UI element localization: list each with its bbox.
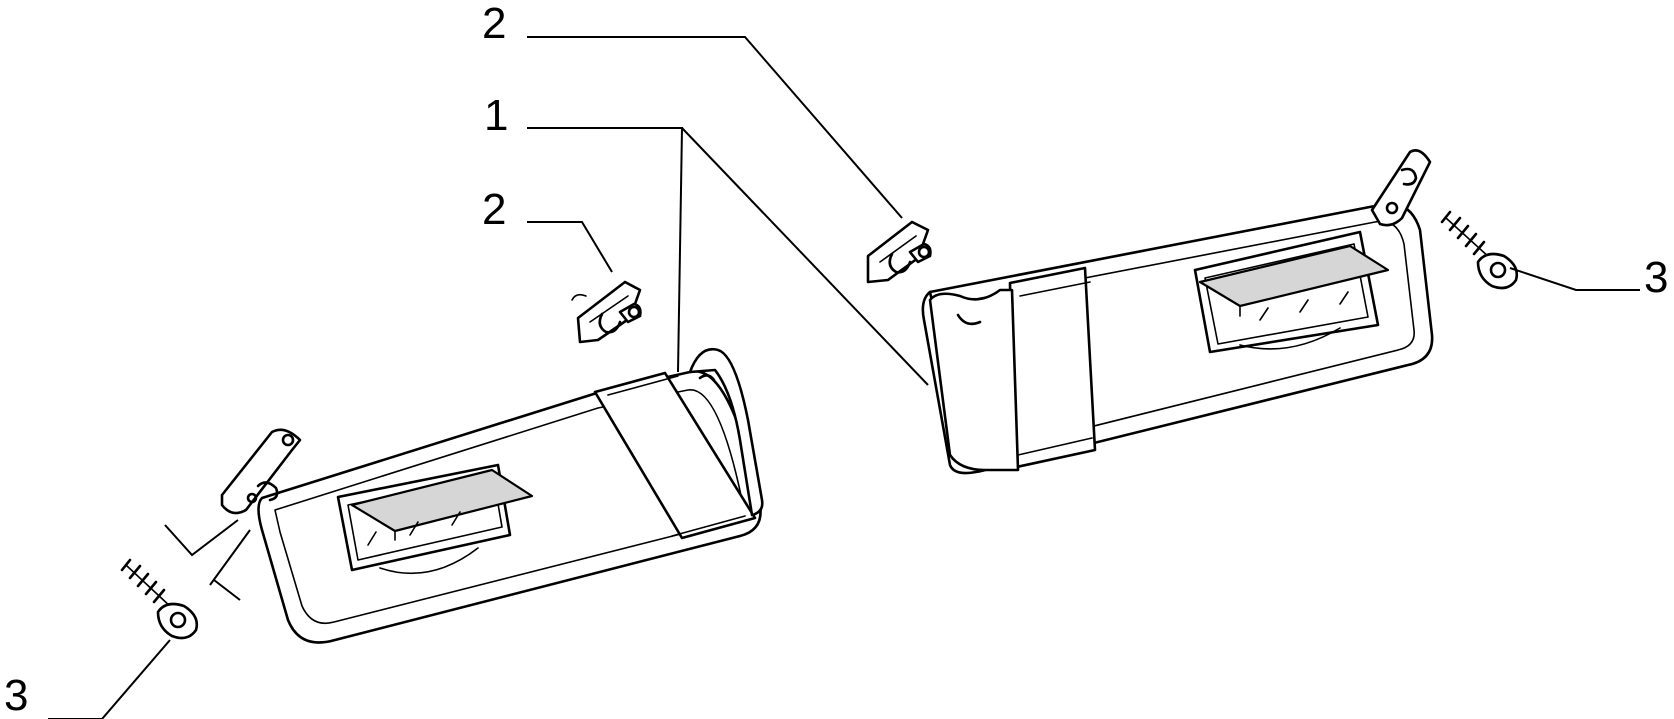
callout-3-left: 3 [4,671,28,719]
clip-nut-left [571,280,642,344]
callout-2-top: 2 [482,0,506,48]
screw-left [120,558,199,640]
clip-nut-top [866,220,932,284]
screw-right [1440,210,1519,290]
callout-2-left: 2 [482,185,506,234]
callout-3-right: 3 [1644,253,1668,302]
sun-visor-right [921,149,1434,475]
axis-marks-left [164,519,251,601]
callout-1: 1 [484,91,508,140]
leader-lines [48,36,1640,719]
sun-visor-left [220,347,764,644]
